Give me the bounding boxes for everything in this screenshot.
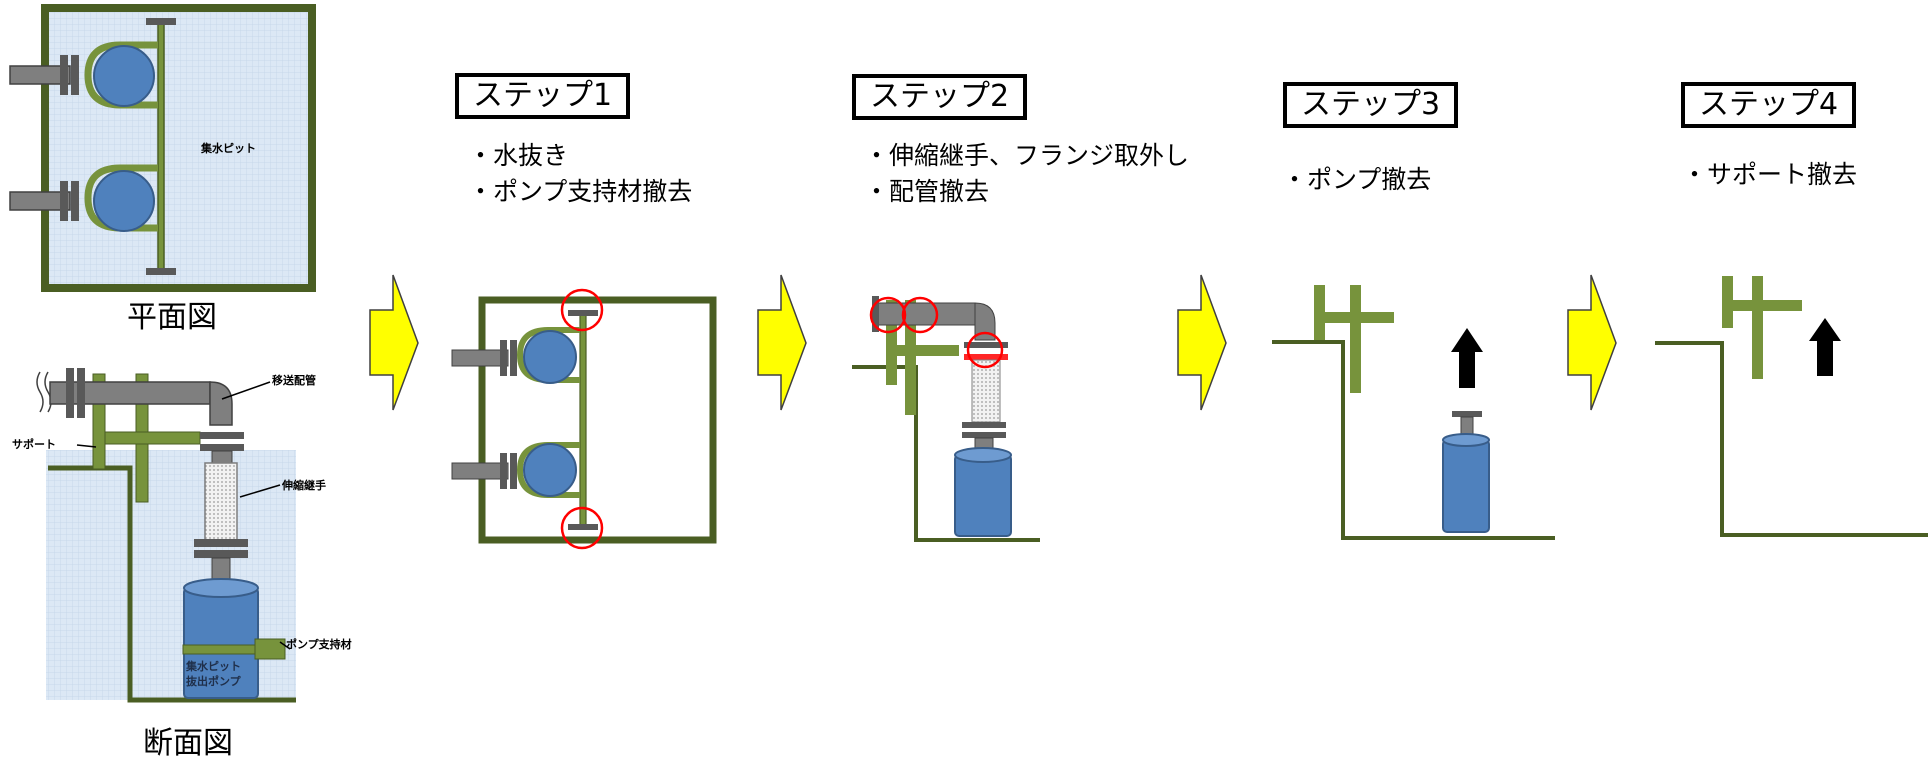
section-view [36,368,296,703]
section-leaders [76,381,291,650]
plan-pump-2 [9,164,158,232]
pump-label-line2: 抜出ポンプ [186,675,241,688]
plan-pump-1 [9,41,158,109]
section-pump [182,578,286,699]
arrow-1 [369,274,419,411]
step2-pit-wall [852,365,1040,542]
transfer-pipe-label: 移送配管 [272,374,316,387]
arrow-3 [1177,274,1227,411]
step4-title: ステップ4 [1681,82,1857,128]
step3-line-1: ・ポンプ撤去 [1282,165,1432,194]
step1-title: ステップ1 [455,73,631,119]
step1-removal-mark-bottom [560,506,604,550]
arrow-4 [1567,274,1617,411]
step-arrows [369,274,1617,411]
step1-diagram [451,288,717,550]
step1-line-1: ・水抜き [468,141,569,170]
section-pit-wall [48,465,296,703]
section-expansion-joint [204,462,238,544]
step3-pit-wall [1272,340,1555,540]
pump-support-label: ポンプ支持材 [286,638,352,651]
plan-pit-label: 集水ピット [201,142,256,155]
section-flange [194,539,248,547]
pipe-break-mark [36,371,52,413]
step1-pump-2 [451,442,580,498]
step3-support [1314,312,1394,323]
plan-bar-clamp-bottom [146,268,176,275]
section-caption: 断面図 [143,726,233,761]
step2-diagram [852,296,1040,542]
step4-diagram [1655,276,1928,537]
step1-line-2: ・ポンプ支持材撤去 [468,177,693,206]
plan-view [9,4,316,292]
plan-support-bar [157,19,165,275]
step2-line-1: ・伸縮継手、フランジ取外し [864,141,1190,170]
step4-support [1722,300,1802,311]
step3-diagram [1272,285,1555,540]
step4-up-arrow [1809,318,1841,376]
step3-pump [1442,439,1490,533]
step2-pipe [874,302,976,326]
step1-pump-1 [451,327,580,384]
plan-pit-wall [41,4,316,292]
step2-pump [954,454,1012,537]
step2-removal-mark-3 [966,331,1004,369]
step1-removal-mark-top [560,288,604,332]
plan-caption: 平面図 [127,300,217,335]
support-label: サポート [12,438,56,451]
step2-removal-mark-1 [869,296,907,334]
step2-removal-mark-2 [901,296,939,334]
arrow-2 [757,274,807,411]
step2-expansion-joint [971,359,1001,423]
step2-title: ステップ2 [852,74,1028,120]
step4-line-1: ・サポート撤去 [1682,160,1858,189]
step4-pit-wall [1655,341,1928,537]
section-transfer-pipe [49,368,244,464]
step2-line-2: ・配管撤去 [864,177,990,206]
step3-title: ステップ3 [1283,82,1459,128]
step3-up-arrow [1451,328,1483,388]
step1-pit-wall [478,296,717,544]
expansion-joint-label: 伸縮継手 [282,479,326,492]
plan-bar-clamp-top [146,18,176,25]
pump-label-line1: 集水ピット [186,660,241,673]
